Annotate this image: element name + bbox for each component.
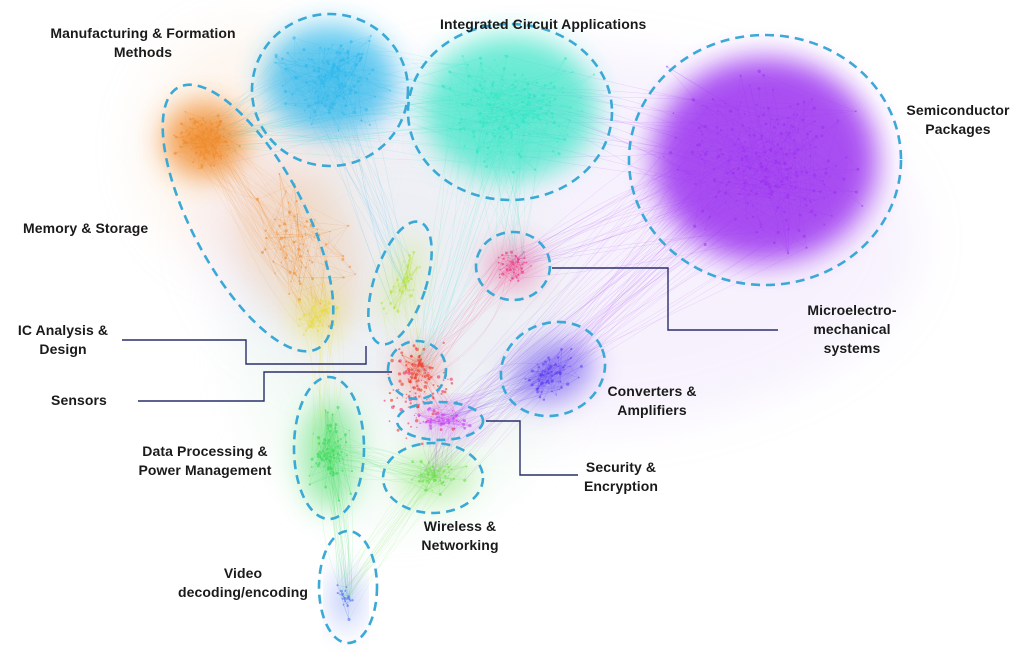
- cluster-blobs: [163, 24, 878, 629]
- label-manufacturing-line2: Methods: [113, 44, 173, 60]
- leader-mems: [552, 267, 778, 331]
- leader-security: [486, 420, 578, 476]
- label-converters-line1: Converters &: [607, 383, 697, 399]
- outline-ic-analysis: [367, 220, 433, 346]
- label-mems-line1: Microelectro-: [807, 302, 897, 318]
- label-video-line2: decoding/encoding: [177, 584, 309, 600]
- label-wireless-line1: Wireless &: [423, 518, 497, 534]
- label-mems: Microelectro- mechanical systems: [790, 301, 914, 358]
- cluster-outlines: [161, 12, 903, 645]
- outline-manufacturing: [250, 12, 410, 168]
- outline-memory: [161, 83, 335, 353]
- outline-semiconductor: [627, 33, 903, 287]
- label-ic-analysis: IC Analysis & Design: [8, 321, 118, 359]
- label-semiconductor-line1: Semiconductor: [906, 102, 1010, 118]
- label-security-line1: Security &: [585, 459, 657, 475]
- outline-security: [395, 400, 485, 442]
- outline-converters: [499, 320, 607, 418]
- leader-ic-analysis: [122, 339, 367, 365]
- network-nodes: [173, 34, 864, 622]
- label-wireless: Wireless & Networking: [408, 517, 512, 555]
- outline-data-processing: [292, 375, 366, 521]
- label-data-processing-line2: Power Management: [138, 462, 272, 478]
- label-integrated-circuit: Integrated Circuit Applications: [440, 16, 647, 32]
- label-sensors: Sensors: [51, 392, 107, 408]
- label-mems-line2: mechanical: [813, 321, 891, 337]
- label-ic-analysis-line2: Design: [39, 341, 87, 357]
- label-converters-line2: Amplifiers: [617, 402, 687, 418]
- label-mems-line3: systems: [823, 340, 881, 356]
- label-manufacturing-line1: Manufacturing & Formation: [50, 25, 236, 41]
- label-data-processing-line1: Data Processing &: [142, 443, 268, 459]
- label-video: Video decoding/encoding: [168, 564, 318, 602]
- outline-sensors: [386, 339, 448, 401]
- label-memory: Memory & Storage: [23, 220, 149, 236]
- label-security-line2: Encryption: [583, 478, 659, 494]
- label-semiconductor-line2: Packages: [925, 121, 991, 137]
- outline-wireless: [381, 441, 485, 515]
- outline-integrated-circuit: [406, 22, 614, 202]
- outline-video: [317, 529, 379, 645]
- label-ic-analysis-line1: IC Analysis &: [17, 322, 109, 338]
- label-data-processing: Data Processing & Power Management: [120, 442, 290, 480]
- label-manufacturing: Manufacturing & Formation Methods: [36, 24, 250, 62]
- label-wireless-line2: Networking: [421, 537, 499, 553]
- label-semiconductor: Semiconductor Packages: [896, 101, 1020, 139]
- leader-lines: [122, 267, 778, 476]
- label-security: Security & Encryption: [572, 458, 670, 496]
- label-video-line1: Video: [223, 565, 263, 581]
- leader-sensors: [138, 371, 392, 402]
- outline-mems: [474, 230, 552, 302]
- label-converters: Converters & Amplifiers: [594, 382, 710, 420]
